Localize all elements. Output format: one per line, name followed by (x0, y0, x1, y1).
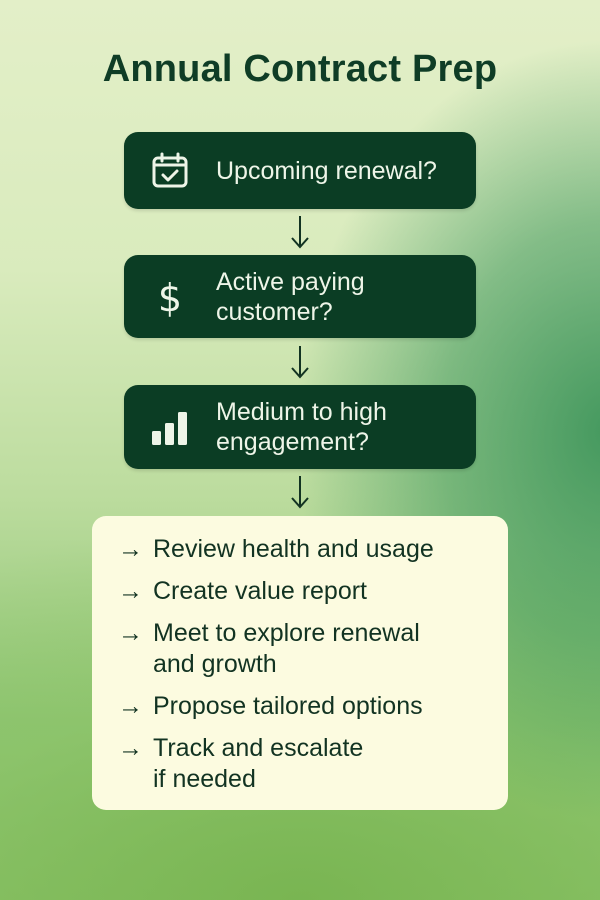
arrow-right-icon: → (118, 577, 143, 605)
page-title: Annual Contract Prep (102, 48, 498, 90)
action-text: Meet to explore renewal and growth (153, 619, 420, 678)
svg-text:$: $ (158, 276, 182, 319)
dollar-icon: $ (124, 275, 216, 319)
arrow-right-icon: → (118, 692, 143, 720)
action-text: Track and escalate if needed (153, 734, 364, 793)
arrow-down-icon (291, 216, 309, 249)
step-label: Active paying customer? (216, 267, 365, 326)
action-text: Review health and usage (153, 535, 434, 563)
action-item: → Meet to explore renewal and growth (118, 618, 508, 680)
step-label: Upcoming renewal? (216, 156, 437, 185)
action-item: → Create value report (118, 576, 508, 607)
step-label: Medium to high engagement? (216, 398, 387, 456)
action-item: → Propose tailored options (118, 691, 508, 722)
action-item: → Review health and usage (118, 534, 508, 565)
bar-chart-icon (124, 407, 216, 447)
step-active-paying-customer: $ Active paying customer? (124, 255, 476, 338)
action-text: Propose tailored options (153, 692, 423, 720)
action-list-card: → Review health and usage → Create value… (92, 516, 508, 810)
arrow-right-icon: → (118, 734, 143, 762)
arrow-right-icon: → (118, 619, 143, 647)
action-text: Create value report (153, 577, 368, 605)
arrow-right-icon: → (118, 535, 143, 563)
calendar-check-icon (124, 151, 216, 191)
arrow-down-icon (291, 346, 309, 379)
step-upcoming-renewal: Upcoming renewal? (124, 132, 476, 209)
action-item: → Track and escalate if needed (118, 733, 508, 795)
step-engagement-level: Medium to high engagement? (124, 385, 476, 469)
arrow-down-icon (291, 476, 309, 509)
